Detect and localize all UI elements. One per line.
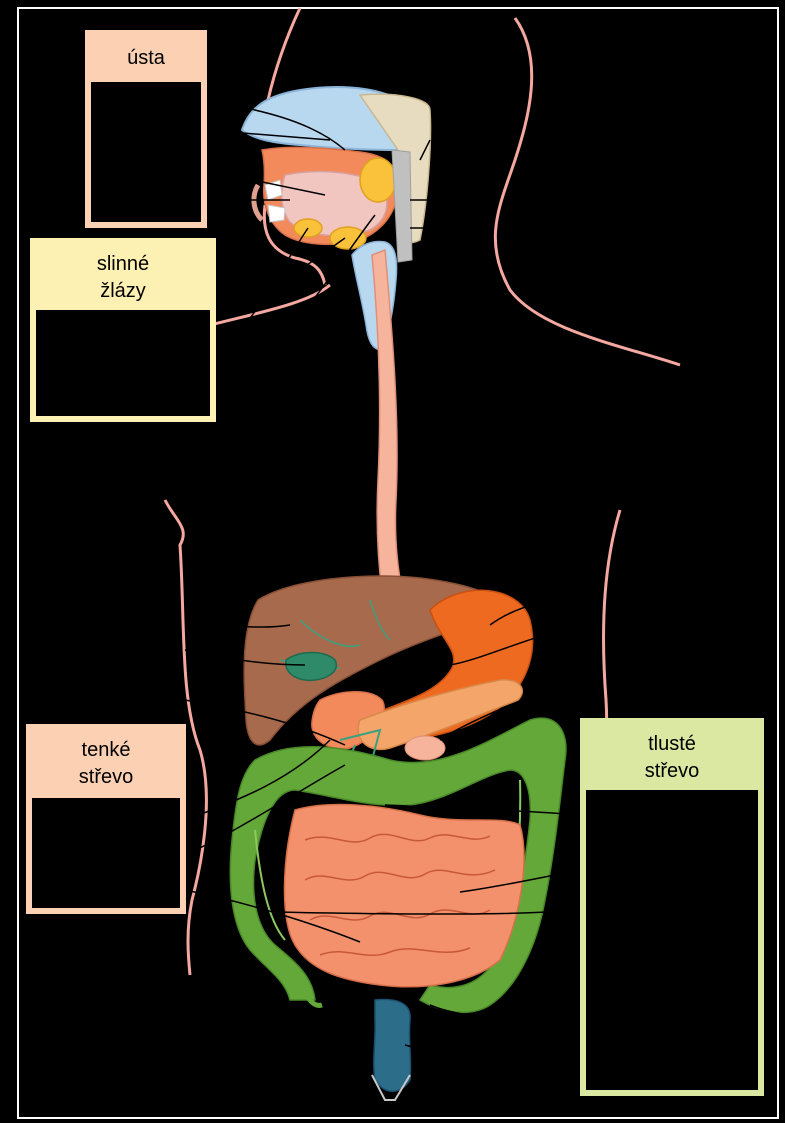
label-box-mouth: ústa [85, 30, 207, 228]
lower-teeth [268, 205, 285, 222]
large-intestine-label-line2: střevo [645, 760, 699, 782]
parotid-gland [360, 158, 396, 202]
salivary-box-body [36, 310, 210, 416]
salivary-label-line2: žlázy [100, 280, 146, 302]
small-intestine-box-body [32, 798, 180, 908]
large-intestine-box-body [586, 790, 758, 1090]
small-intestine [284, 805, 523, 987]
label-box-salivary-glands: slinné žlázy [30, 238, 216, 422]
spleen [405, 736, 445, 760]
small-intestine-label-line2: střevo [79, 766, 133, 788]
large-intestine-label-line1: tlusté [648, 733, 696, 755]
salivary-label-line1: slinné [97, 253, 149, 275]
gallbladder [286, 653, 336, 681]
small-intestine-label-line1: tenké [82, 739, 131, 761]
label-box-large-intestine: tlusté střevo [580, 718, 764, 1096]
mouth-box-body [91, 82, 201, 222]
mouth-label: ústa [127, 47, 166, 69]
label-box-small-intestine: tenké střevo [26, 724, 186, 914]
